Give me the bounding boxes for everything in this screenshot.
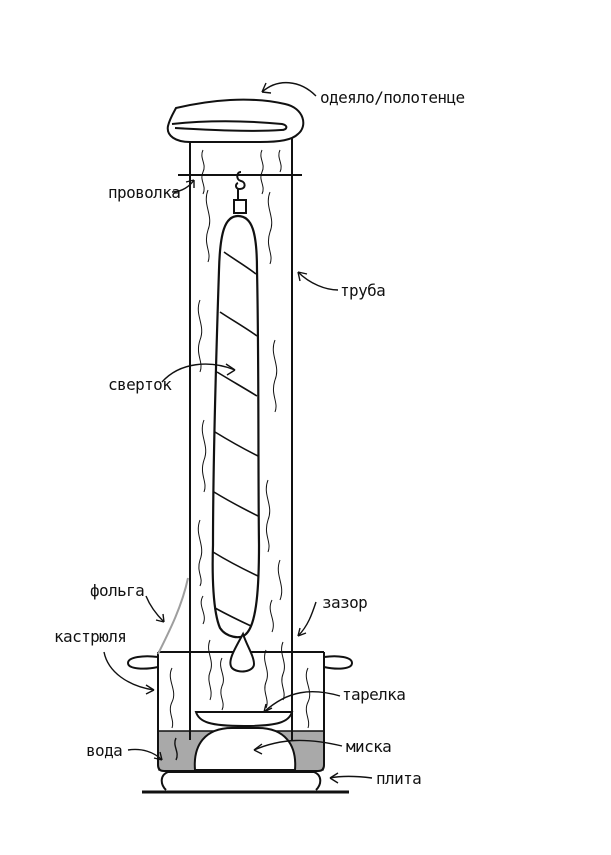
blanket <box>166 98 305 143</box>
blanket-fold <box>171 120 288 132</box>
arrow-wire <box>171 179 195 193</box>
label-pipe: труба <box>340 281 385 300</box>
pipe <box>189 138 293 740</box>
bowl <box>193 727 297 771</box>
label-foil: фольга <box>90 581 144 600</box>
label-stove: плита <box>376 769 421 788</box>
pot-body <box>157 652 325 772</box>
label-bundle: сверток <box>108 375 172 394</box>
stove <box>142 771 349 794</box>
stove-body <box>160 771 322 791</box>
hook <box>233 171 247 214</box>
label-water: вода <box>86 741 122 760</box>
pot-handle-left <box>126 655 159 670</box>
drip-drop <box>229 631 256 673</box>
arrow-plate <box>263 691 341 713</box>
arrow-blanket <box>261 81 317 97</box>
arrow-gap <box>297 601 317 637</box>
plate <box>194 711 294 728</box>
label-bowl: миска <box>346 737 391 756</box>
bundle <box>211 214 261 639</box>
label-blanket: одеяло/полотенце <box>320 88 465 107</box>
bundle-stripes <box>212 251 259 627</box>
arrow-stove <box>329 775 373 779</box>
foil-strip <box>157 577 189 655</box>
bundle-body <box>211 214 261 639</box>
label-pot: кастрюля <box>54 627 126 646</box>
smoke-wisps <box>169 149 311 761</box>
arrow-bowl <box>253 739 343 751</box>
pointer-arrows <box>103 81 373 784</box>
arrow-water <box>127 748 163 761</box>
pot-handle-right <box>323 655 354 670</box>
label-gap: зазор <box>322 593 367 612</box>
arrow-pipe <box>297 271 339 291</box>
arrow-pot <box>103 651 155 691</box>
arrow-bundle <box>161 363 236 383</box>
arrow-foil <box>145 595 165 623</box>
bundle-tie <box>233 199 247 214</box>
label-wire: проволка <box>108 183 180 202</box>
label-plate: тарелка <box>342 685 405 704</box>
hook-curve <box>234 171 246 191</box>
plate-body <box>194 711 294 728</box>
